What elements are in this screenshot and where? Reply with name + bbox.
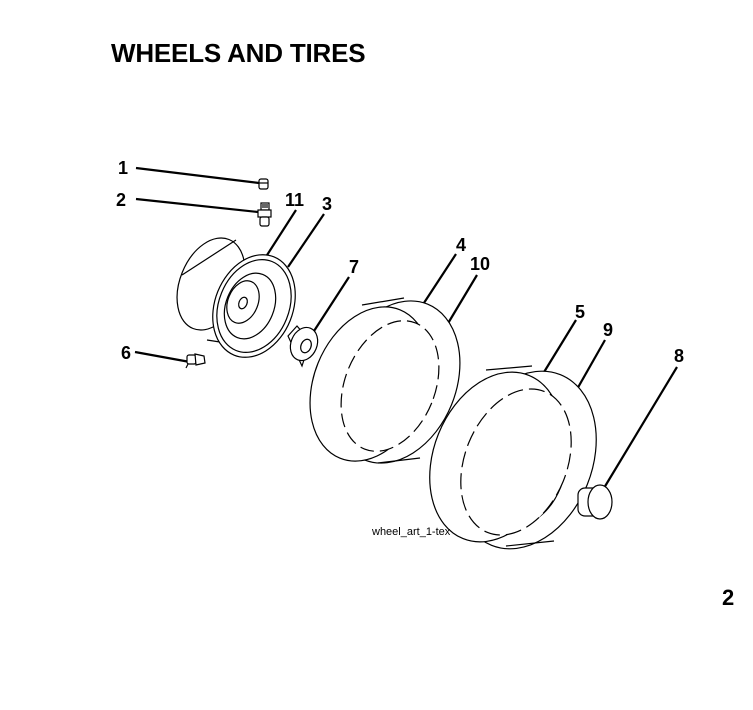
callout-1: 1 <box>118 158 128 178</box>
bushing-part <box>287 325 319 368</box>
callout-9: 9 <box>603 320 613 340</box>
valve-cap-part <box>258 178 269 190</box>
hub-cap-part <box>577 484 613 520</box>
callout-6: 6 <box>121 343 131 363</box>
callout-8: 8 <box>674 346 684 366</box>
grease-fitting-part <box>185 353 206 369</box>
callout-4: 4 <box>456 235 466 255</box>
callout-10: 10 <box>470 254 490 274</box>
rear-tire-part <box>429 365 597 550</box>
callout-3: 3 <box>322 194 332 214</box>
callout-numbers: 1 2 11 3 6 7 4 10 5 9 8 <box>116 158 684 366</box>
callout-7: 7 <box>349 257 359 277</box>
page-number: 2 <box>722 585 735 610</box>
callout-5: 5 <box>575 302 585 322</box>
valve-stem-part <box>257 202 272 227</box>
leader-lines <box>134 166 678 489</box>
page-title: WHEELS AND TIRES <box>111 38 366 68</box>
figure-caption: wheel_art_1-tex <box>371 526 451 538</box>
rim-part <box>176 237 296 358</box>
front-tire-part <box>309 297 461 464</box>
callout-2: 2 <box>116 190 126 210</box>
callout-11: 11 <box>285 190 304 210</box>
